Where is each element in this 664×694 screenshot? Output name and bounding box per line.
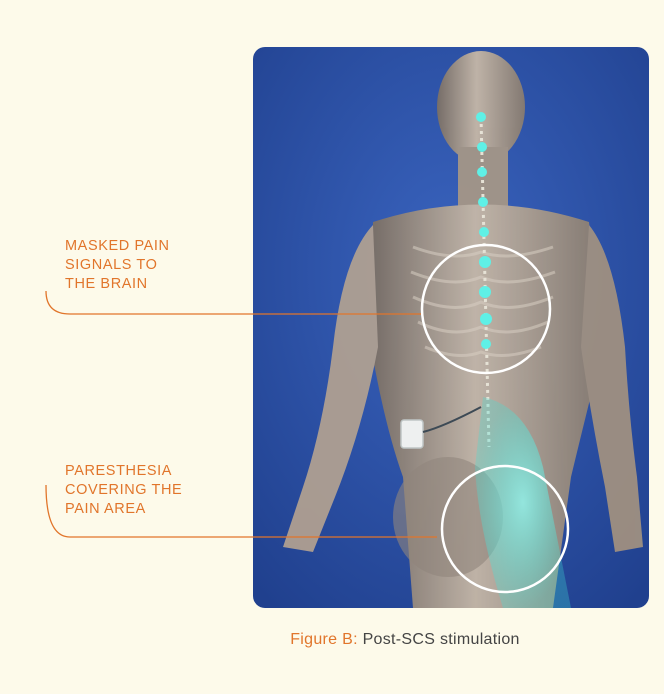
masked-pain-label: MASKED PAIN SIGNALS TO THE BRAIN xyxy=(65,237,170,294)
masked-pain-line-3: THE BRAIN xyxy=(65,275,170,294)
caption-text: Post-SCS stimulation xyxy=(358,631,520,648)
masked-pain-line-2: SIGNALS TO xyxy=(65,256,170,275)
caption-prefix: Figure B: xyxy=(290,631,358,648)
implant-device-icon xyxy=(401,420,423,448)
paresthesia-line-1: PARESTHESIA xyxy=(65,462,182,481)
paresthesia-label: PARESTHESIA COVERING THE PAIN AREA xyxy=(65,462,182,519)
figure-illustration xyxy=(253,47,649,608)
figure-caption: Figure B: Post-SCS stimulation xyxy=(0,631,664,649)
paresthesia-line-3: PAIN AREA xyxy=(65,500,182,519)
paresthesia-line-2: COVERING THE xyxy=(65,481,182,500)
human-back-illustration xyxy=(253,47,649,608)
masked-pain-line-1: MASKED PAIN xyxy=(65,237,170,256)
